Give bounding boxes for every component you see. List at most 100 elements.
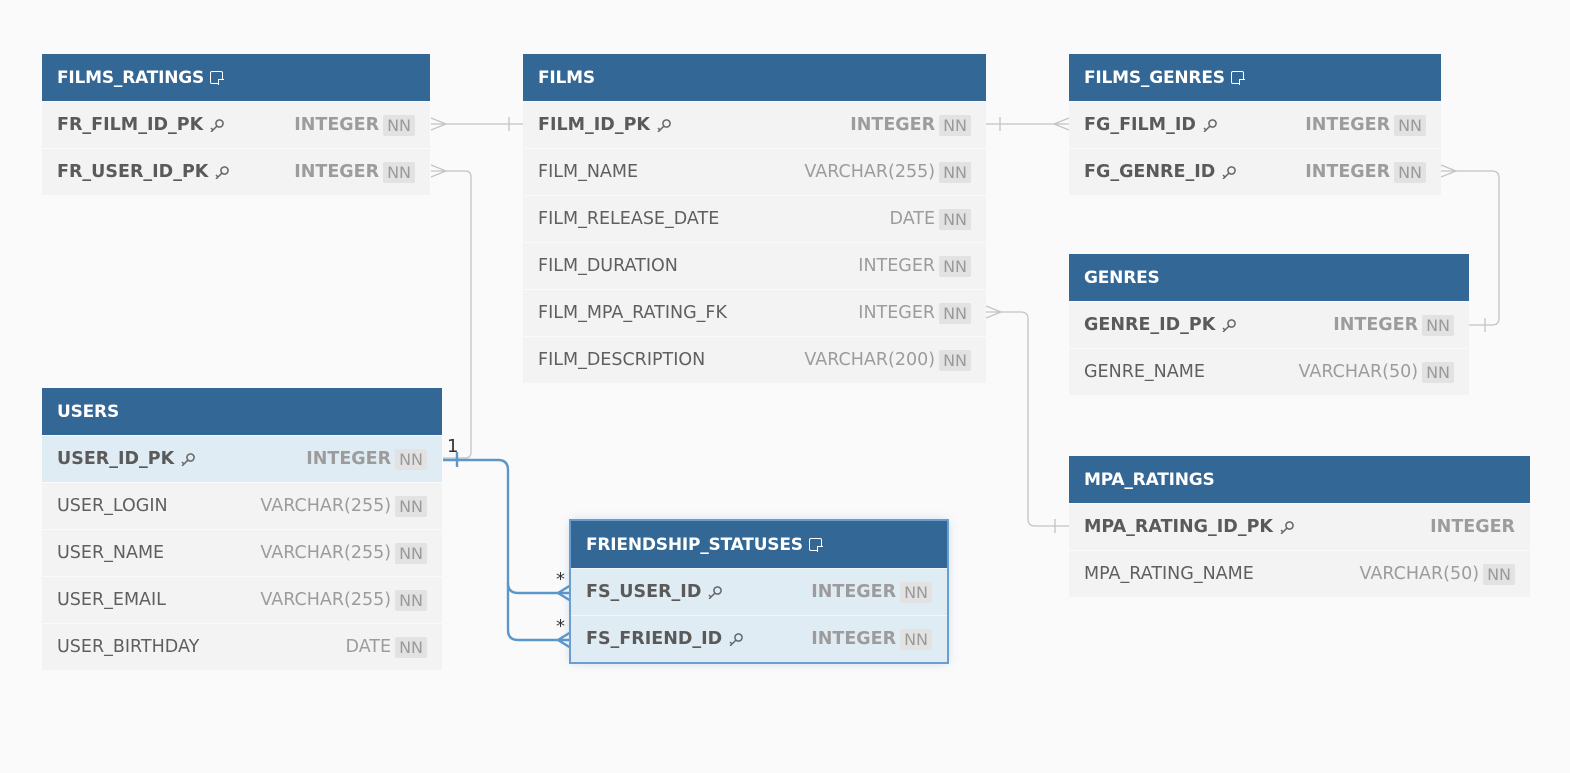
column-row[interactable]: USER_NAME VARCHAR(255) NN	[42, 529, 442, 576]
note-icon[interactable]	[808, 538, 823, 552]
column-row[interactable]: USER_EMAIL VARCHAR(255) NN	[42, 576, 442, 623]
not-null-badge: NN	[939, 114, 971, 136]
column-row[interactable]: FILM_RELEASE_DATE DATE NN	[523, 195, 986, 242]
column-row[interactable]: FS_USER_ID INTEGER NN	[571, 568, 947, 615]
table-header[interactable]: FILMS_RATINGS	[42, 54, 430, 101]
edge-ratings-users[interactable]	[430, 164, 472, 459]
column-row[interactable]: FILM_ID_PK INTEGER NN	[523, 101, 986, 148]
column-row[interactable]: FR_USER_ID_PK INTEGER NN	[42, 148, 430, 195]
column-type: INTEGER	[850, 115, 936, 135]
column-row[interactable]: FG_FILM_ID INTEGER NN	[1069, 101, 1441, 148]
edge-films-filmsgenres[interactable]	[986, 117, 1070, 131]
not-null-badge: NN	[395, 448, 427, 470]
note-icon[interactable]	[1230, 71, 1245, 85]
key-icon	[708, 586, 723, 599]
not-null-badge: NN	[383, 114, 415, 136]
table-films-genres[interactable]: FILMS_GENRES FG_FILM_ID INTEGER NN FG_GE…	[1069, 54, 1441, 195]
key-icon	[210, 119, 224, 132]
column-type: VARCHAR(255)	[804, 162, 936, 182]
table-title: FILMS_GENRES	[1084, 67, 1225, 88]
column-name: FILM_RELEASE_DATE	[538, 209, 720, 229]
table-title: GENRES	[1084, 267, 1160, 288]
table-header[interactable]: FILMS_GENRES	[1069, 54, 1441, 101]
table-header[interactable]: USERS	[42, 388, 442, 435]
column-name: FILM_DESCRIPTION	[538, 350, 706, 370]
column-row[interactable]: FILM_NAME VARCHAR(255) NN	[523, 148, 986, 195]
note-icon[interactable]	[210, 71, 225, 85]
table-genres[interactable]: GENRES GENRE_ID_PK INTEGER NN GENRE_NAME…	[1069, 254, 1469, 395]
column-type: VARCHAR(50)	[1359, 564, 1480, 584]
column-row[interactable]: USER_BIRTHDAY DATE NN	[42, 623, 442, 670]
not-null-badge: NN	[1483, 563, 1515, 585]
key-icon	[215, 166, 230, 179]
table-title: FILMS_RATINGS	[57, 67, 205, 88]
column-row[interactable]: FILM_DURATION INTEGER NN	[523, 242, 986, 289]
not-null-badge: NN	[1394, 114, 1426, 136]
edge-filmsgenres-genres[interactable]	[1440, 164, 1500, 332]
column-name: FILM_DURATION	[538, 256, 678, 276]
column-name: FILM_MPA_RATING_FK	[538, 303, 727, 323]
table-header[interactable]: FILMS	[523, 54, 986, 101]
column-row[interactable]: MPA_RATING_ID_PK INTEGER	[1069, 503, 1530, 550]
column-name: USER_NAME	[57, 543, 165, 563]
not-null-badge: NN	[395, 589, 427, 611]
column-type: VARCHAR(200)	[804, 350, 936, 370]
column-type: INTEGER	[858, 303, 936, 323]
column-row[interactable]: USER_ID_PK INTEGER NN	[42, 435, 442, 482]
table-title: MPA_RATINGS	[1084, 469, 1215, 490]
column-row[interactable]: USER_LOGIN VARCHAR(255) NN	[42, 482, 442, 529]
column-name: GENRE_ID_PK	[1084, 315, 1216, 335]
not-null-badge: NN	[900, 581, 932, 603]
table-header[interactable]: FRIENDSHIP_STATUSES	[571, 521, 947, 568]
column-type: INTEGER	[1305, 162, 1391, 182]
column-name: USER_BIRTHDAY	[57, 637, 200, 657]
not-null-badge: NN	[1394, 161, 1426, 183]
column-row[interactable]: FILM_MPA_RATING_FK INTEGER NN	[523, 289, 986, 336]
not-null-badge: NN	[939, 161, 971, 183]
column-row[interactable]: FS_FRIEND_ID INTEGER NN	[571, 615, 947, 662]
not-null-badge: NN	[939, 208, 971, 230]
column-type: INTEGER	[1430, 517, 1515, 537]
key-icon	[1222, 166, 1237, 179]
edge-ratings-films[interactable]	[430, 117, 523, 131]
table-films[interactable]: FILMS FILM_ID_PK INTEGER NN FILM_NAME VA…	[523, 54, 986, 383]
column-row[interactable]: GENRE_NAME VARCHAR(50) NN	[1069, 348, 1469, 395]
table-films-ratings[interactable]: FILMS_RATINGS FR_FILM_ID_PK INTEGER NN F…	[42, 54, 430, 195]
not-null-badge: NN	[395, 542, 427, 564]
table-mpa-ratings[interactable]: MPA_RATINGS MPA_RATING_ID_PK INTEGER MPA…	[1069, 456, 1530, 597]
column-name: FS_USER_ID	[586, 582, 702, 602]
column-type: DATE	[345, 637, 392, 657]
table-header[interactable]: MPA_RATINGS	[1069, 456, 1530, 503]
not-null-badge: NN	[1422, 361, 1454, 383]
column-type: DATE	[889, 209, 936, 229]
table-title: FILMS	[538, 67, 595, 88]
column-name: FILM_NAME	[538, 162, 639, 182]
column-type: VARCHAR(50)	[1298, 362, 1419, 382]
cardinality-many-label: *	[556, 569, 565, 590]
column-name: FILM_ID_PK	[538, 115, 650, 135]
key-icon	[1222, 319, 1237, 332]
column-row[interactable]: FILM_DESCRIPTION VARCHAR(200) NN	[523, 336, 986, 383]
table-header[interactable]: GENRES	[1069, 254, 1469, 301]
column-type: INTEGER	[306, 449, 392, 469]
column-row[interactable]: FG_GENRE_ID INTEGER NN	[1069, 148, 1441, 195]
key-icon	[729, 633, 744, 646]
key-icon	[657, 119, 671, 132]
cardinality-many-label: *	[556, 616, 565, 637]
column-name: FS_FRIEND_ID	[586, 629, 723, 649]
edge-users-friendship[interactable]	[443, 452, 572, 650]
column-name: USER_ID_PK	[57, 449, 175, 469]
column-name: FG_FILM_ID	[1084, 115, 1196, 135]
column-row[interactable]: MPA_RATING_NAME VARCHAR(50) NN	[1069, 550, 1530, 597]
key-icon	[181, 453, 196, 466]
column-type: INTEGER	[858, 256, 936, 276]
table-friendship-statuses[interactable]: FRIENDSHIP_STATUSES FS_USER_ID INTEGER N…	[569, 519, 949, 664]
edge-films-mparatings[interactable]	[985, 305, 1069, 533]
table-users[interactable]: USERS USER_ID_PK INTEGER NN USER_LOGIN V…	[42, 388, 442, 670]
column-name: MPA_RATING_ID_PK	[1084, 517, 1273, 537]
key-icon	[1203, 119, 1217, 132]
key-icon	[1280, 521, 1294, 534]
column-row[interactable]: FR_FILM_ID_PK INTEGER NN	[42, 101, 430, 148]
not-null-badge: NN	[1422, 314, 1454, 336]
column-row[interactable]: GENRE_ID_PK INTEGER NN	[1069, 301, 1469, 348]
